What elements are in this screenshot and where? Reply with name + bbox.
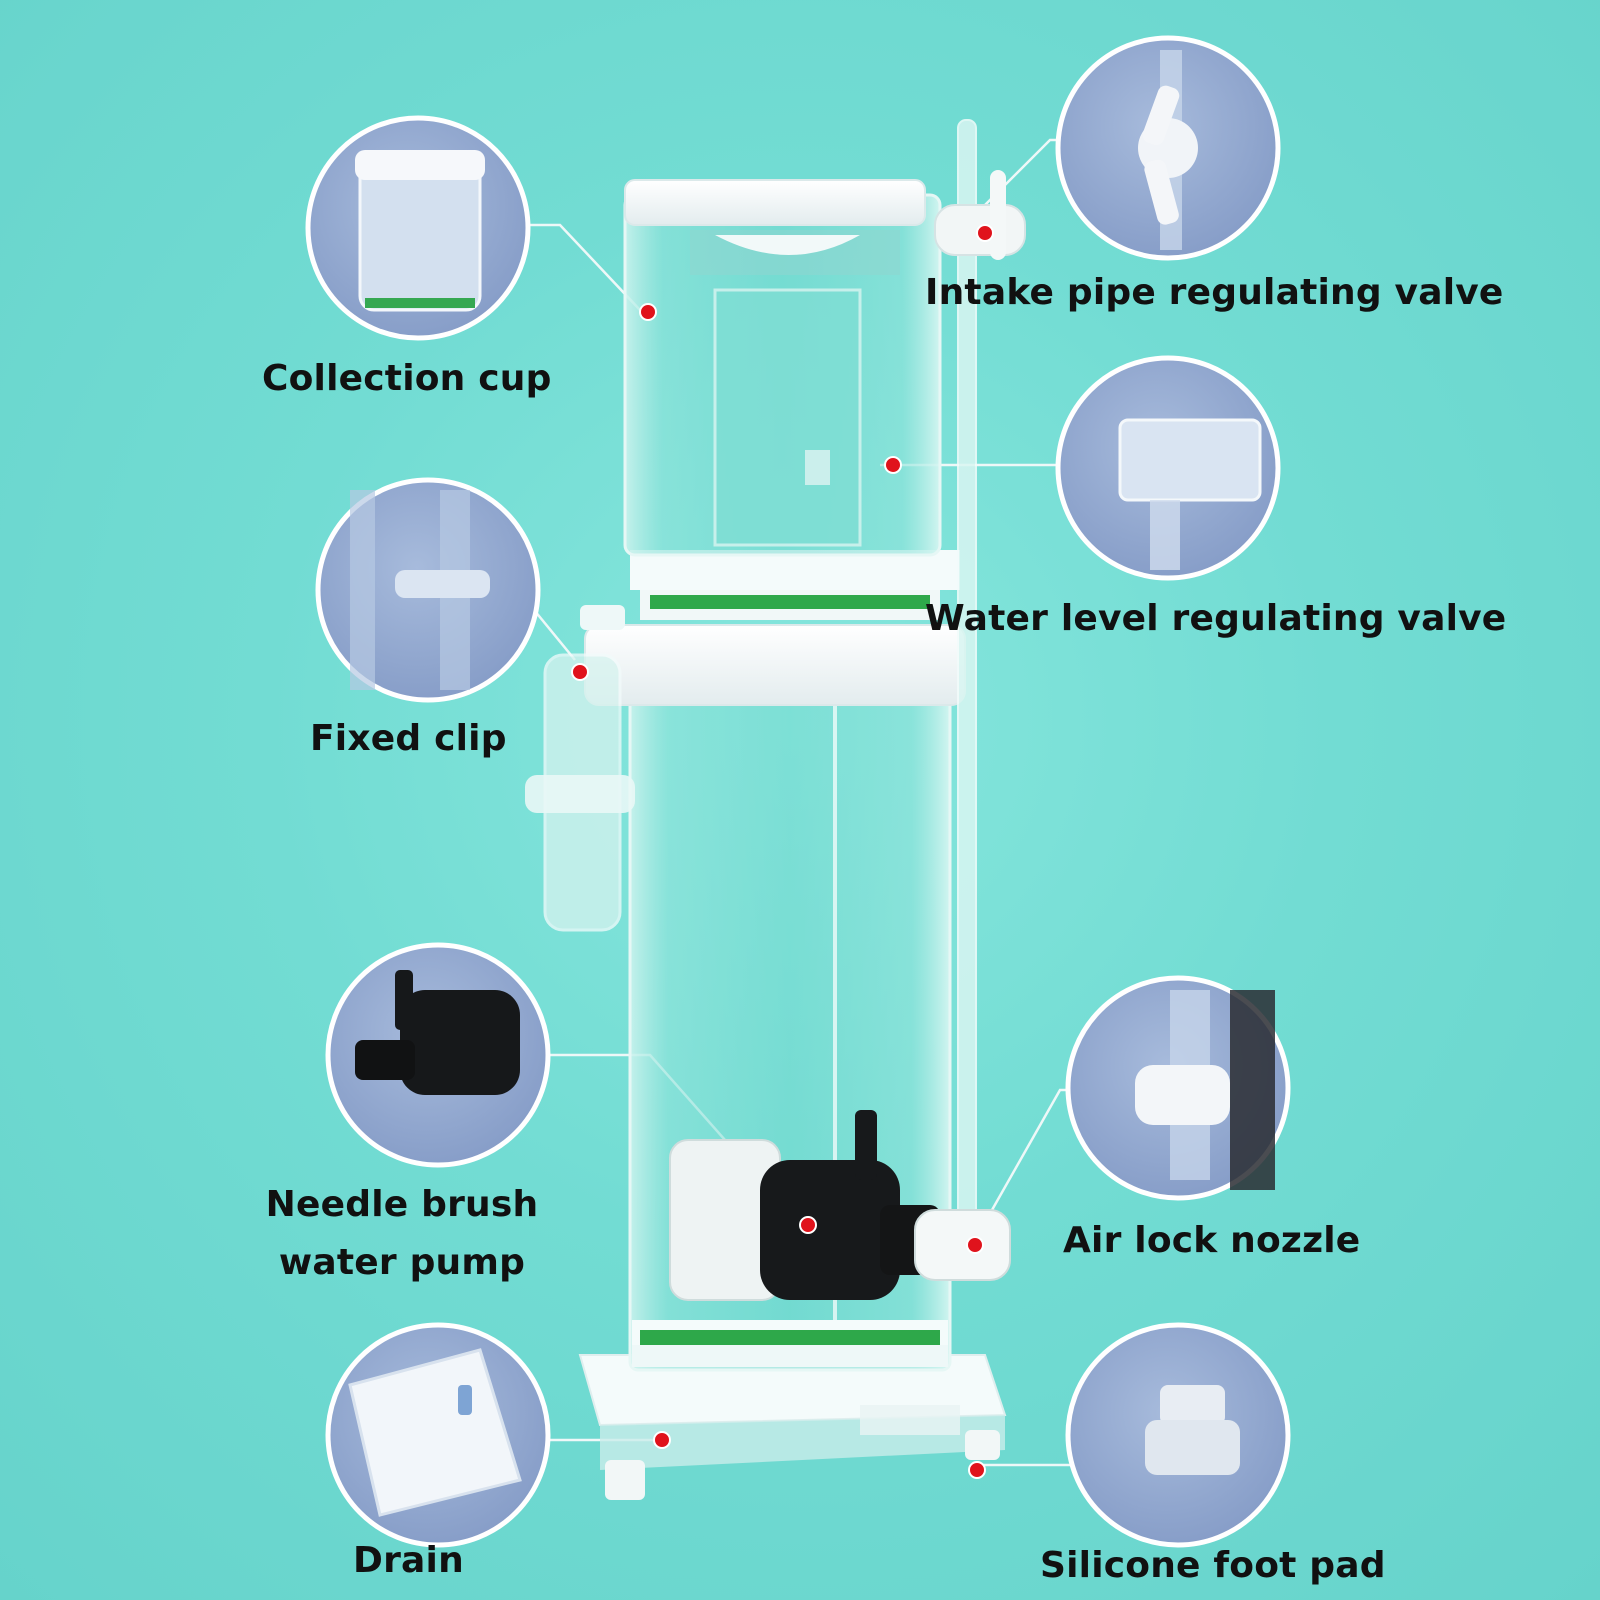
- intake-valve-thumb: [1138, 50, 1198, 250]
- collection-cup-label: Collection cup: [262, 358, 552, 399]
- water-level-valve-label: Water level regulating valve: [925, 598, 1507, 639]
- needle-pump-marker: [799, 1216, 817, 1234]
- needle-pump-label: Needle brush water pump: [266, 1176, 539, 1292]
- fixed-clip-thumb: [350, 490, 490, 690]
- needle-pump-thumb: [355, 970, 520, 1095]
- needle-pump-label-line-1: Needle brush: [265, 1184, 539, 1225]
- air-lock-label: Air lock nozzle: [1063, 1220, 1361, 1261]
- top-lid: [624, 179, 926, 275]
- middle-collar: [584, 550, 966, 706]
- base-plate: [578, 1354, 1007, 1500]
- collection-cup-connector: [520, 223, 641, 311]
- air-lock-marker: [966, 1236, 984, 1254]
- collection-cup-thumb: [355, 150, 485, 312]
- collection-cup-marker: [639, 303, 657, 321]
- drain-thumb: [348, 1348, 522, 1517]
- fixed-clip-part: [525, 605, 635, 932]
- foot-pad-marker: [968, 1461, 986, 1479]
- foot-pad-label: Silicone foot pad: [1040, 1545, 1386, 1586]
- upper-tube: [623, 193, 942, 557]
- markers: [571, 224, 994, 1479]
- fixed-clip-marker: [571, 663, 589, 681]
- fixed-clip-label: Fixed clip: [310, 718, 507, 759]
- water-level-valve-thumb: [1118, 418, 1262, 570]
- pump-part: [669, 1110, 1011, 1301]
- intake-valve-label: Intake pipe regulating valve: [925, 272, 1504, 313]
- drain-marker: [653, 1431, 671, 1449]
- air-lock-thumb: [1135, 990, 1275, 1190]
- intake-valve-marker: [976, 224, 994, 242]
- drain-label: Drain: [353, 1540, 464, 1581]
- needle-pump-label-line-2: water pump: [278, 1242, 526, 1283]
- water-level-valve-marker: [884, 456, 902, 474]
- foot-pad-thumb: [1145, 1385, 1240, 1475]
